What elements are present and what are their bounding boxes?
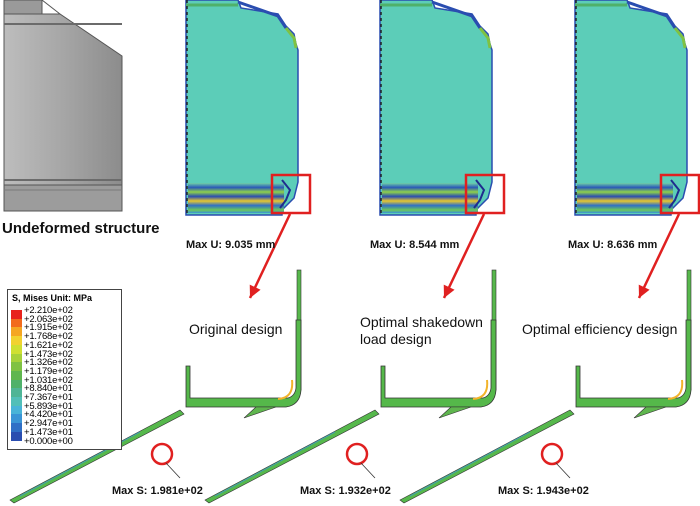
legend-swatch [11, 405, 22, 415]
legend-row: +0.000e+00 [11, 435, 118, 448]
legend-value: +1.179e+02 [24, 365, 73, 377]
legend-swatch [11, 423, 22, 433]
legend-row: +1.473e+02 [11, 348, 118, 363]
legend-swatch [11, 344, 22, 354]
legend-row: +7.367e+01 [11, 392, 118, 406]
max-s-shakedown: Max S: 1.932e+02 [300, 485, 391, 497]
legend-swatch [11, 431, 22, 441]
legend-row: +2.063e+02 [11, 313, 118, 328]
shell-detail-original [9, 269, 302, 504]
legend-row: +1.473e+01 [11, 426, 118, 441]
legend-value: +7.367e+01 [24, 392, 73, 403]
legend-row: +2.947e+01 [11, 418, 118, 433]
legend-row: +5.893e+01 [11, 400, 118, 415]
arrow-icon [443, 284, 455, 298]
undeformed-model [3, 0, 123, 212]
design-label-original: Original design [189, 321, 283, 337]
zoom-box [464, 173, 506, 215]
legend-value: +1.473e+01 [24, 426, 73, 438]
legend-row: +2.210e+02 [11, 305, 118, 319]
legend-value: +0.000e+00 [24, 435, 73, 447]
legend-row: +1.179e+02 [11, 365, 118, 380]
legend-row: +1.031e+02 [11, 374, 118, 389]
legend-swatch [11, 353, 22, 363]
design-label-shakedown: Optimal shakedown load design [360, 314, 483, 347]
max-stress-marker [150, 442, 174, 466]
legend-row: +8.840e+01 [11, 383, 118, 398]
legend-swatch [11, 414, 22, 424]
legend-value: +4.420e+01 [24, 409, 73, 421]
legend-value: +1.621e+02 [24, 339, 73, 351]
legend-swatch [11, 370, 22, 380]
legend-swatch [11, 318, 22, 328]
legend-swatch [11, 388, 22, 398]
legend-row: +1.768e+02 [11, 331, 118, 346]
design-label-efficiency: Optimal efficiency design [522, 321, 678, 337]
legend-row: +1.326e+02 [11, 357, 118, 372]
legend-value: +1.031e+02 [24, 374, 73, 386]
legend-title: S, Mises Unit: MPa [12, 293, 93, 303]
legend-swatch [11, 379, 22, 389]
model-shakedown [379, 0, 506, 299]
legend-swatch [11, 336, 22, 346]
legend-value: +1.473e+02 [24, 348, 73, 360]
legend-row: +4.420e+01 [11, 409, 118, 424]
legend-swatch [11, 397, 22, 406]
legend-value: +1.915e+02 [24, 322, 73, 334]
legend-value: +1.326e+02 [24, 357, 73, 369]
legend-swatch [11, 327, 22, 337]
legend-value: +2.210e+02 [24, 305, 73, 316]
max-u-efficiency: Max U: 8.636 mm [568, 239, 658, 251]
legend-swatch [11, 310, 22, 319]
max-u-original: Max U: 9.035 mm [186, 239, 276, 251]
legend-value: +8.840e+01 [24, 383, 73, 395]
shell-detail-efficiency [399, 269, 692, 504]
undeformed-label: Undeformed structure [2, 220, 160, 237]
legend-swatch [11, 362, 22, 372]
max-stress-marker [345, 442, 369, 466]
legend-value: +1.768e+02 [24, 331, 73, 343]
max-stress-marker [540, 442, 564, 466]
model-original [185, 0, 312, 299]
arrow-icon [249, 284, 261, 298]
legend-value: +2.063e+02 [24, 313, 73, 325]
model-efficiency [574, 0, 700, 299]
legend-value: +5.893e+01 [24, 400, 73, 412]
max-s-original: Max S: 1.981e+02 [112, 485, 203, 497]
legend-row: +1.621e+02 [11, 339, 118, 354]
zoom-box [270, 173, 312, 215]
max-s-efficiency: Max S: 1.943e+02 [498, 485, 589, 497]
zoom-box [659, 173, 700, 215]
legend-value: +2.947e+01 [24, 418, 73, 430]
legend-row: +1.915e+02 [11, 322, 118, 337]
stress-legend: S, Mises Unit: MPa +2.210e+02+2.063e+02+… [7, 289, 122, 450]
arrow-icon [638, 284, 650, 298]
shell-detail-shakedown [204, 269, 497, 504]
max-u-shakedown: Max U: 8.544 mm [370, 239, 460, 251]
